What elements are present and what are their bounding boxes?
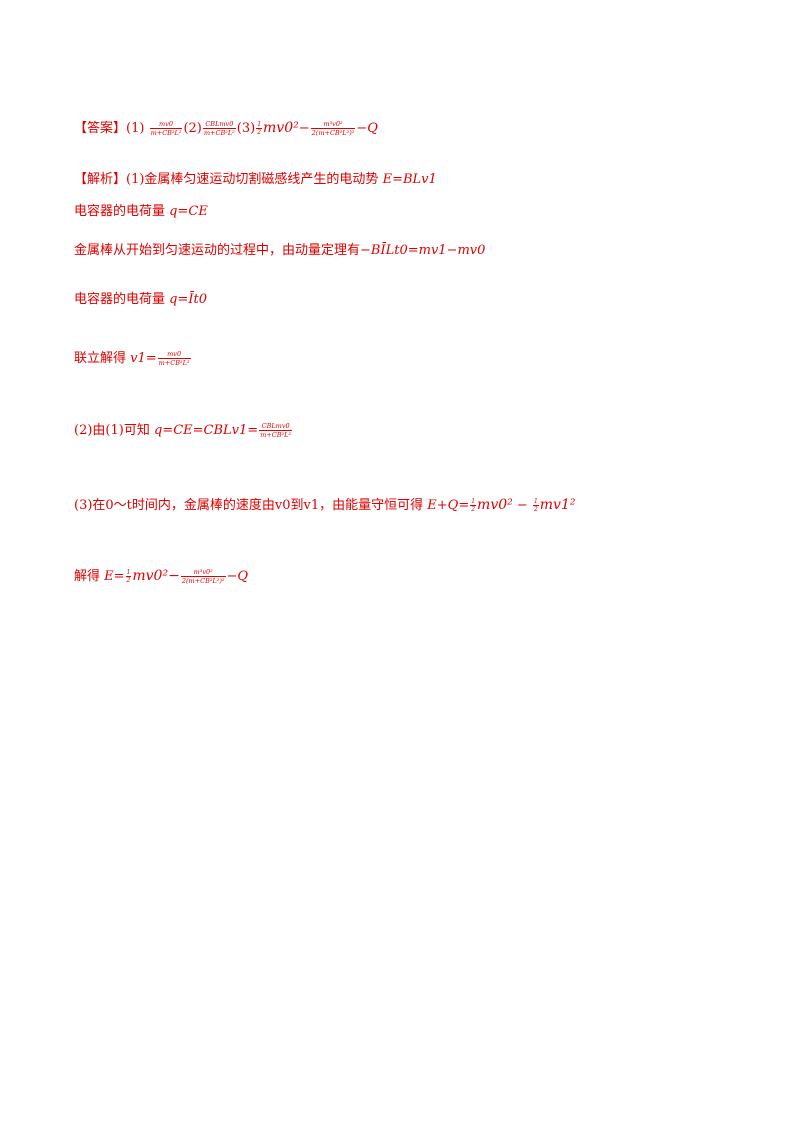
analysis-line-5-equation: v1= [130, 351, 157, 366]
answer-label: 【答案】 [74, 121, 127, 136]
analysis-line-2-text: 电容器的电荷量 [74, 204, 166, 219]
analysis-label: 【解析】 [74, 172, 127, 187]
analysis-line-4: 电容器的电荷量 q=Īt0 [74, 292, 207, 308]
analysis-line-3: 金属棒从开始到匀速运动的过程中，由动量定理有−BĪLt0=mv1−mv0 [74, 243, 485, 259]
analysis-line-2-equation: q=CE [169, 204, 208, 219]
analysis-line-8-text: 解得 [74, 569, 101, 584]
analysis-line-8-equation: E= [104, 569, 125, 584]
analysis-line-3-text: 金属棒从开始到匀速运动的过程中，由动量定理有 [74, 243, 361, 258]
analysis-line-6-equation: q=CE=CBLv1= [153, 423, 259, 438]
analysis-line-7-text: (3)在0～t时间内，金属棒的速度由v0到v1，由能量守恒可得 [74, 498, 424, 513]
analysis-line-2: 电容器的电荷量 q=CE [74, 204, 208, 220]
analysis-line-8-term: mv0²− [132, 568, 180, 584]
answer-minus: − [298, 121, 310, 136]
analysis-line-3-equation: −BĪLt0=mv1−mv0 [360, 243, 486, 258]
analysis-line-1-text: (1)金属棒匀速运动切割磁感线产生的电动势 [126, 172, 379, 187]
analysis-line-4-text: 电容器的电荷量 [74, 292, 166, 307]
answer-part2-label: (2) [183, 121, 202, 136]
analysis-line-7-equation: E+Q= [427, 498, 470, 513]
answer-part1-label: (1) [126, 121, 145, 136]
analysis-line-1-equation: E=BLv1 [382, 172, 437, 187]
analysis-line-1: 【解析】(1)金属棒匀速运动切割磁感线产生的电动势 E=BLv1 [74, 172, 437, 188]
answer-part3-label: (3) [236, 121, 256, 136]
analysis-line-4-equation: q=Īt0 [169, 292, 208, 307]
analysis-line-7-term-2: mv1² [539, 497, 576, 513]
analysis-line-7-term-1: mv0² [477, 497, 513, 513]
answer-kinetic-term: mv0² [263, 120, 299, 136]
analysis-line-5-text: 联立解得 [74, 351, 127, 366]
analysis-line-7-minus: − [512, 498, 532, 513]
answer-tail: −Q [356, 121, 378, 136]
analysis-line-8-tail: −Q [226, 569, 249, 584]
analysis-line-6-text: (2)由(1)可知 [74, 423, 150, 438]
